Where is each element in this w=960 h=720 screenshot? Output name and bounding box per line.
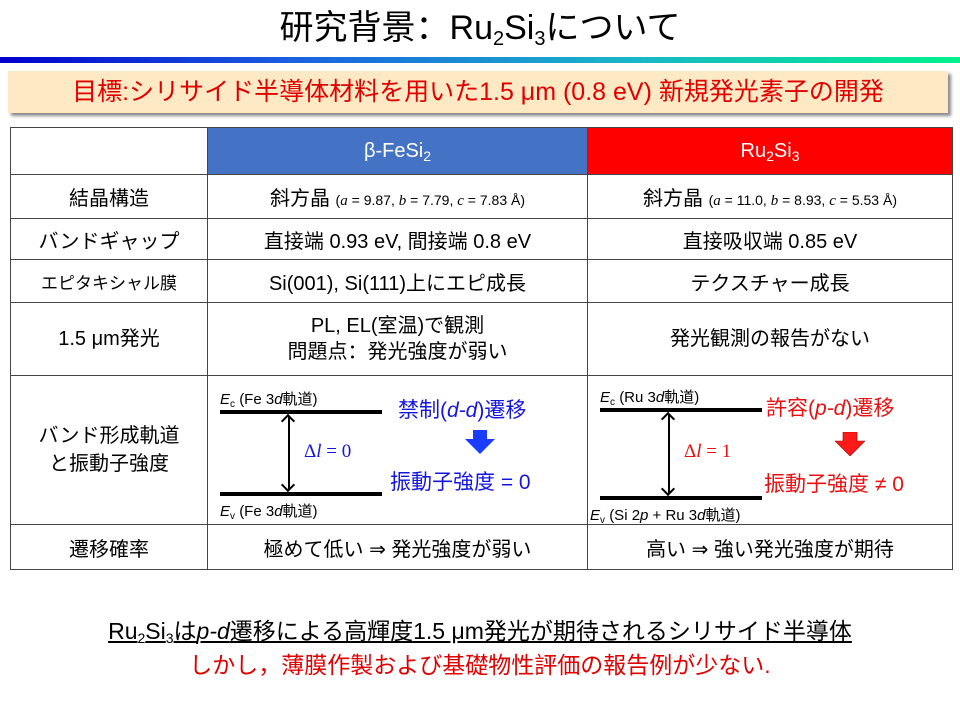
fe-down-arrow-icon bbox=[465, 430, 495, 454]
fe-delta-l: Δl = 0 bbox=[304, 441, 352, 462]
band-orbital-label-line2: と振動子強度 bbox=[49, 453, 169, 475]
comparison-table: β-FeSi2 Ru2Si3 結晶構造 斜方晶 (a = 9.87, b = 7… bbox=[10, 127, 953, 570]
fe-emission-line2: 問題点：発光強度が弱い bbox=[287, 341, 508, 363]
ru-band-diagram: Ec (Ru 3d軌道) Δl = 1 Ev (Si 2p + Ru 3d軌道)… bbox=[588, 376, 952, 526]
ru-valence-level bbox=[600, 496, 762, 500]
ru-band-diagram-cell: Ec (Ru 3d軌道) Δl = 1 Ev (Si 2p + Ru 3d軌道)… bbox=[587, 375, 953, 526]
fe-ec-label: Ec (Fe 3d軌道) bbox=[220, 391, 318, 410]
ru-crystal-cell: 斜方晶 (a = 11.0, b = 8.93, c = 5.53 Å) bbox=[587, 174, 953, 219]
header-blank-cell bbox=[10, 127, 208, 175]
title-subscript-2: 2 bbox=[493, 28, 505, 50]
table-row: エピタキシャル膜 Si(001), Si(111)上にエピ成長 テクスチャー成長 bbox=[10, 259, 953, 303]
ru-oscillator-strength: 振動子強度 ≠ 0 bbox=[764, 473, 904, 496]
title-subscript-3: 3 bbox=[534, 28, 546, 50]
row-label-band-orbital: バンド形成軌道と振動子強度 bbox=[10, 375, 208, 525]
fe-transition-arrow-icon bbox=[288, 416, 290, 490]
ru-epitaxial-cell: テクスチャー成長 bbox=[587, 259, 953, 303]
ru-delta-l: Δl = 1 bbox=[684, 441, 732, 462]
header-ru-sub: 2 bbox=[766, 147, 774, 164]
header-si-text: Si bbox=[773, 139, 792, 162]
fe-emission-cell: PL, EL(室温)で観測問題点：発光強度が弱い bbox=[207, 302, 588, 376]
header-ru-text: Ru bbox=[740, 139, 767, 162]
ru-transition-arrow-icon bbox=[668, 414, 670, 494]
header-si-sub: 3 bbox=[791, 147, 800, 164]
fe-crystal-cell: 斜方晶 (a = 9.87, b = 7.79, c = 7.83 Å) bbox=[207, 174, 588, 219]
fe-epitaxial-cell: Si(001), Si(111)上にエピ成長 bbox=[207, 259, 588, 303]
fe-oscillator-strength: 振動子強度 = 0 bbox=[390, 471, 531, 494]
ru-down-arrow-icon bbox=[835, 432, 865, 456]
fe-emission-line1: PL, EL(室温)で観測 bbox=[310, 315, 485, 337]
row-label-transition-prob: 遷移確率 bbox=[10, 524, 208, 570]
conclusion-line2: しかし，薄膜作製および基礎物性評価の報告例が少ない. bbox=[189, 652, 771, 678]
slide-title: 研究背景：Ru2Si3について bbox=[0, 4, 960, 52]
fe-conduction-level bbox=[220, 410, 382, 414]
fe-band-diagram: Ec (Fe 3d軌道) Δl = 0 Ev (Fe 3d軌道) 禁制(d-d)… bbox=[208, 376, 587, 524]
title-suffix: について bbox=[545, 9, 681, 47]
ru-emission-cell: 発光観測の報告がない bbox=[587, 302, 953, 376]
header-fesi2: β-FeSi2 bbox=[207, 127, 588, 175]
row-label-emission: 1.5 μm発光 bbox=[10, 302, 208, 376]
table-row: バンド形成軌道と振動子強度 Ec (Fe 3d軌道) Δl = 0 Ev (Fe… bbox=[10, 375, 953, 526]
table-row: バンドギャップ 直接端 0.93 eV, 間接端 0.8 eV 直接吸収端 0.… bbox=[10, 218, 953, 260]
ru-bandgap-cell: 直接吸収端 0.85 eV bbox=[587, 218, 953, 260]
row-label-crystal: 結晶構造 bbox=[10, 174, 208, 219]
header-fesi2-text: β-FeSi bbox=[363, 139, 424, 162]
fe-bandgap-cell: 直接端 0.93 eV, 間接端 0.8 eV bbox=[207, 218, 588, 260]
title-si: Si bbox=[504, 9, 535, 47]
fe-transition-prob-cell: 極めて低い ⇒ 発光強度が弱い bbox=[207, 524, 588, 570]
fe-crystal-main: 斜方晶 bbox=[269, 188, 330, 210]
fe-ev-label: Ev (Fe 3d軌道) bbox=[220, 503, 318, 522]
row-label-epitaxial: エピタキシャル膜 bbox=[10, 259, 208, 303]
fe-lattice-params: (a = 9.87, b = 7.79, c = 7.83 Å) bbox=[335, 192, 526, 209]
ru-transition-prob-cell: 高い ⇒ 強い発光強度が期待 bbox=[587, 524, 953, 570]
goal-banner: 目標:シリサイド半導体材料を用いた1.5 μm (0.8 eV) 新規発光素子の… bbox=[8, 71, 948, 113]
title-prefix: 研究背景：Ru bbox=[279, 9, 493, 47]
band-orbital-label-line1: バンド形成軌道 bbox=[38, 425, 180, 447]
conclusion-line1: Ru2Si3はp-d遷移による高輝度1.5 μm発光が期待されるシリサイド半導体 bbox=[108, 618, 852, 646]
ru-conduction-level bbox=[600, 408, 762, 412]
table-row: 結晶構造 斜方晶 (a = 9.87, b = 7.79, c = 7.83 Å… bbox=[10, 174, 953, 219]
ru-crystal-main: 斜方晶 bbox=[643, 188, 703, 210]
ru-ev-label: Ev (Si 2p + Ru 3d軌道) bbox=[590, 507, 741, 526]
ru-lattice-params: (a = 11.0, b = 8.93, c = 5.53 Å) bbox=[708, 192, 897, 209]
table-header-row: β-FeSi2 Ru2Si3 bbox=[10, 127, 953, 175]
row-label-bandgap: バンドギャップ bbox=[10, 218, 208, 260]
gradient-divider bbox=[0, 57, 960, 63]
table-row: 遷移確率 極めて低い ⇒ 発光強度が弱い 高い ⇒ 強い発光強度が期待 bbox=[10, 524, 953, 570]
fe-forbidden-transition: 禁制(d-d)遷移 bbox=[398, 399, 527, 422]
header-ru2si3: Ru2Si3 bbox=[587, 127, 953, 175]
ru-ec-label: Ec (Ru 3d軌道) bbox=[600, 389, 700, 408]
header-fesi2-sub: 2 bbox=[423, 147, 432, 164]
table-row: 1.5 μm発光 PL, EL(室温)で観測問題点：発光強度が弱い 発光観測の報… bbox=[10, 302, 953, 376]
fe-band-diagram-cell: Ec (Fe 3d軌道) Δl = 0 Ev (Fe 3d軌道) 禁制(d-d)… bbox=[207, 375, 588, 525]
ru-allowed-transition: 許容(p-d)遷移 bbox=[766, 397, 895, 420]
fe-valence-level bbox=[220, 492, 382, 496]
